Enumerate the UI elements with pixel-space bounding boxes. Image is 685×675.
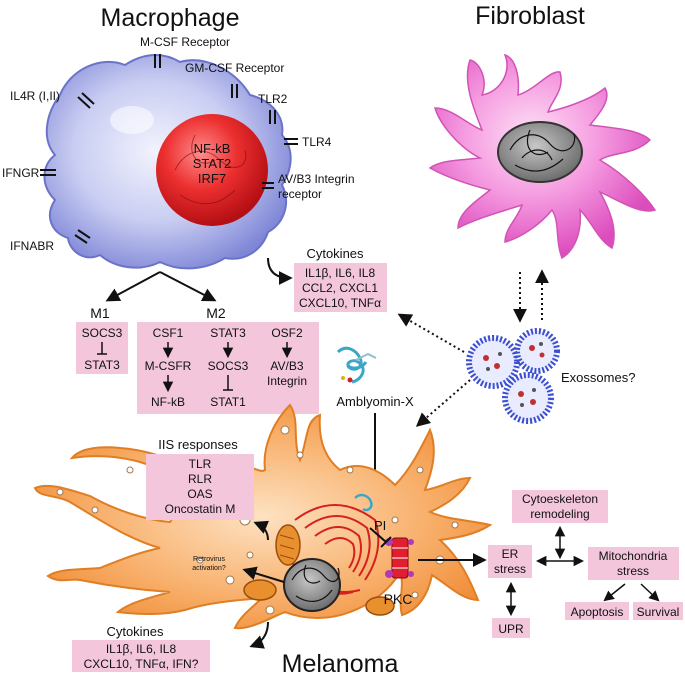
label-gmcsf-receptor: GM-CSF Receptor — [185, 61, 284, 75]
mitochondria-line2: stress — [617, 564, 649, 578]
iis-box — [146, 454, 254, 520]
m2-integrin: Integrin — [267, 374, 307, 388]
label-tlr2: TLR2 — [258, 92, 288, 106]
label-exosomes: Exossomes? — [561, 370, 635, 385]
melanoma-cytokines-line2: CXCL10, TNFα, IFN? — [84, 657, 199, 671]
amblyomin-protein-icon — [336, 346, 377, 384]
macrophage-cytokines-box — [294, 263, 387, 312]
label-retrovirus-line2: activation? — [192, 565, 226, 572]
arrow-to-macrophage-cytokines — [267, 257, 293, 285]
melanoma-nucleus — [283, 558, 341, 612]
cytoskeleton-line1: Cytoeskeleton — [522, 492, 598, 506]
iis-tlr: TLR — [189, 457, 212, 471]
m2-osf2: OSF2 — [271, 326, 303, 340]
cytoskeleton-box — [512, 490, 608, 523]
arrow-to-survival — [640, 583, 660, 602]
label-m2: M2 — [206, 305, 226, 321]
melanoma-cytokines-heading: Cytokines — [106, 624, 164, 639]
pi-inhibit-bar — [380, 536, 392, 548]
m2-avb3: AV/B3 — [270, 359, 303, 373]
label-tlr4: TLR4 — [302, 135, 332, 149]
mitochondria-line1: Mitochondria — [599, 549, 668, 563]
macrophage-cytokines-heading: Cytokines — [306, 246, 364, 261]
melanoma-chromatin — [291, 564, 340, 602]
nucleus-irf7: IRF7 — [198, 171, 226, 186]
apoptosis-box — [565, 602, 629, 620]
m2-nfkb: NF-kB — [151, 395, 185, 409]
iis-oas: OAS — [187, 487, 212, 501]
fibroblast-nucleus — [497, 121, 583, 183]
arrow-to-apoptosis — [603, 583, 626, 602]
survival-box — [633, 602, 683, 620]
m1-socs3: SOCS3 — [82, 326, 123, 340]
receptor-markers — [40, 54, 298, 244]
arrow-to-melanoma-cytokines — [249, 621, 269, 649]
arrow-to-m1 — [105, 271, 161, 302]
m2-csf1: CSF1 — [153, 326, 184, 340]
nucleus-stat2: STAT2 — [193, 156, 232, 171]
exosome-3 — [502, 372, 554, 424]
macrophage-cytokines-line2: CCL2, CXCL1 — [302, 281, 378, 295]
mitochondria — [243, 524, 395, 616]
m2-stat1: STAT1 — [210, 395, 246, 409]
bound-amblyomin-icon — [354, 493, 373, 512]
m2-stat3: STAT3 — [210, 326, 246, 340]
melanoma-cytokines-line1: IL1β, IL6, IL8 — [106, 642, 177, 656]
er-stress-box — [488, 545, 532, 578]
label-mcsf-receptor: M-CSF Receptor — [140, 35, 230, 49]
er-stress-line1: ER — [502, 547, 519, 561]
label-amblyomin-x: Amblyomin-X — [336, 394, 414, 409]
label-apoptosis: Apoptosis — [571, 605, 624, 619]
m1-stat3: STAT3 — [84, 358, 120, 372]
mitochondria-box — [588, 547, 679, 580]
label-avb3-line1: AV/B3 Integrin — [278, 172, 355, 186]
label-retrovirus-line1: Retrovirus — [193, 556, 225, 563]
iis-oncostatin: Oncostatin M — [165, 502, 236, 516]
label-upr: UPR — [498, 622, 524, 636]
exosome-2 — [514, 328, 560, 374]
label-il4r: IL4R (I,II) — [10, 89, 60, 103]
arrow-to-iis — [253, 520, 270, 541]
label-avb3-line2: receptor — [278, 187, 322, 201]
arrow-to-retrovirus — [242, 566, 285, 583]
m2-mcsfr: M-CSFR — [145, 359, 192, 373]
melanoma-cytokines-box — [72, 640, 210, 672]
title-macrophage: Macrophage — [101, 4, 240, 32]
upr-box — [492, 618, 530, 638]
title-melanoma: Melanoma — [282, 650, 399, 675]
iis-rlr: RLR — [188, 472, 212, 486]
label-ifnabr: IFNABR — [10, 239, 54, 253]
macrophage-chromatin — [174, 134, 247, 205]
arrow-to-m2 — [159, 271, 217, 302]
exosome-1 — [466, 335, 520, 389]
er-stress-line2: stress — [494, 562, 526, 576]
nucleus-nfkb: NF-kB — [194, 141, 231, 156]
macrophage-cytokines-line1: IL1β, IL6, IL8 — [305, 266, 376, 280]
m2-box — [137, 322, 319, 414]
arrow-exosomes-to-cytokines — [397, 313, 465, 353]
fibroblast-chromatin — [509, 129, 576, 172]
macrophage-highlight — [110, 106, 154, 134]
arrow-exosomes-to-melanoma — [415, 379, 471, 427]
label-ifngr: IFNGR — [2, 166, 40, 180]
macrophage-cytokines-line3: CXCL10, TNFα — [299, 296, 381, 310]
pi-inhibit-line — [369, 527, 387, 543]
title-fibroblast: Fibroblast — [475, 2, 585, 30]
label-survival: Survival — [637, 605, 680, 619]
label-pi: PI — [374, 518, 386, 533]
iis-heading: IIS responses — [158, 437, 238, 452]
label-pkc: PKC — [384, 591, 413, 607]
cytoskeleton-line2: remodeling — [530, 507, 589, 521]
label-m1: M1 — [90, 305, 110, 321]
m2-socs3: SOCS3 — [208, 359, 249, 373]
proteasome-icon — [385, 537, 414, 579]
